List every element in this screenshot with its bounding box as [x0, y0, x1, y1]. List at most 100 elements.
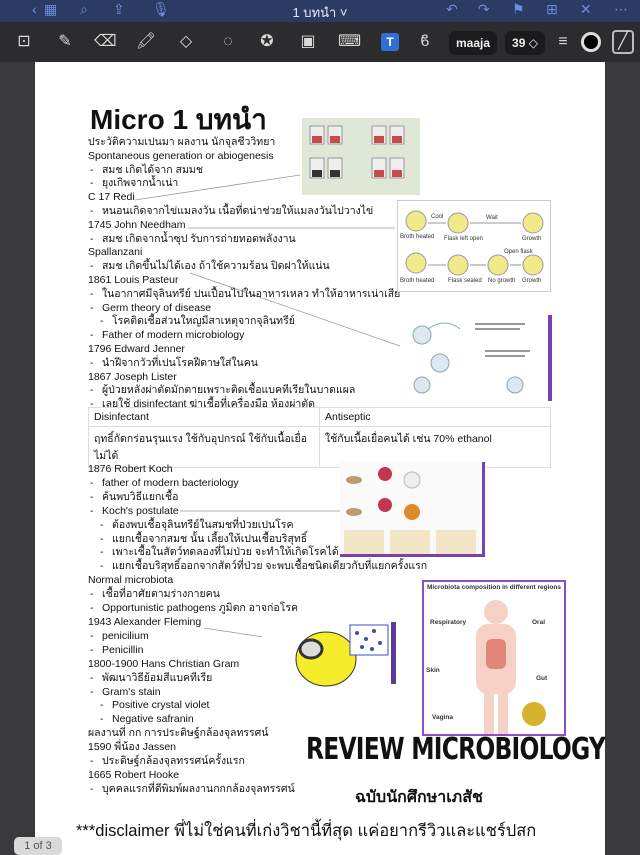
shapes-icon[interactable]: ◇ [179, 33, 193, 50]
highlighter-icon[interactable]: 🖍 [135, 33, 157, 50]
note-line: 1745 John Needham [88, 218, 186, 231]
table-header: Disinfectant [88, 407, 320, 427]
region-respiratory: Respiratory [430, 619, 467, 626]
share-icon[interactable]: ⇪ [113, 1, 125, 17]
tool-bar: ⊡ ✎ ⌫ 🖍 ◇ ◌ ✪ ▣ ⌨ T ϐ maaja 39 ◇ ≡ ╱ [0, 22, 640, 62]
microbiota-composition-image: Microbiota composition in different regi… [422, 580, 566, 736]
microbiota-figure-title: Microbiota composition in different regi… [427, 584, 561, 591]
note-line: Germ theory of disease [88, 302, 400, 316]
font-size-stepper[interactable]: 39 ◇ [505, 31, 545, 55]
review-title: REVIEW MICROBIOLOGY [306, 732, 606, 767]
microphone-icon[interactable]: 🎙 [152, 1, 170, 17]
pasteur-swan-neck-image [400, 315, 552, 401]
redo-icon[interactable]: ↷ [478, 1, 490, 17]
note-line: penicilium [88, 630, 427, 644]
note-line: นำฝีจากวัวที่เปนโรคฝีดาษใส่ในคน [88, 357, 400, 371]
note-line: Spallanzani [88, 246, 143, 259]
grid-icon[interactable]: ▦ [44, 1, 58, 17]
align-icon[interactable]: ≡ [558, 33, 568, 50]
redi-experiment-image [302, 118, 420, 195]
note-line: 1943 Alexander Fleming [88, 615, 202, 628]
note-line: Gram's stain [88, 686, 427, 700]
table-cell: ฤทธิ์กัดกร่อนรุนแรง ใช้กับอุปกรณ์ ใช้กับ… [88, 426, 320, 468]
keyboard-icon[interactable]: ⌨ [338, 33, 362, 50]
title-bar: ‹ ▦ ⌕ ⇪ 🎙 1 บทนำ ˅ ↶ ↷ ⚑ ⊞ ✕ ⋯ [0, 0, 640, 22]
note-line: ประวัติความเปนมา ผลงาน นักจุลชีววิทยา [88, 136, 276, 148]
sticker-icon[interactable]: ✪ [260, 33, 274, 50]
note-line: ค้นพบวิธีแยกเชื้อ [88, 491, 427, 505]
laser-pointer-icon[interactable]: ϐ [420, 33, 430, 50]
note-line: 1665 Robert Hooke [88, 768, 180, 781]
page-indicator[interactable]: 1 of 3 [14, 837, 62, 855]
note-line: โรคติดเชื้อส่วนใหญมีสาเหตุจากจุลินทรีย์ [88, 315, 400, 329]
label-growth: Growth [522, 236, 542, 242]
spallanzani-flask-image: Broth heated Cool Flask left open Wait G… [397, 200, 551, 292]
koch-postulate-image [340, 462, 485, 557]
note-line: Negative safranin [88, 713, 427, 727]
label-wait: Wait [486, 215, 498, 221]
region-skin: Skin [426, 667, 440, 674]
note-line: 1867 Joseph Lister [88, 370, 177, 383]
label-broth-heated: Broth heated [400, 234, 435, 240]
undo-icon[interactable]: ↶ [446, 1, 458, 17]
note-line: สมช เกิดขึ้นไม่ได้เอง ถ้าใช้ความร้อน ปิด… [88, 260, 400, 274]
more-icon[interactable]: ⋯ [614, 1, 628, 17]
bookmark-icon[interactable]: ⚑ [512, 1, 525, 17]
note-line: 1796 Edward Jenner [88, 342, 185, 355]
text-tool-icon[interactable]: T [381, 33, 399, 51]
region-oral: Oral [532, 619, 546, 626]
table-header: Antiseptic [319, 407, 551, 427]
note-line: ยุงเกิพจากน้ำเน่า [88, 177, 400, 191]
region-vagina: Vagina [432, 714, 453, 721]
note-line: สมช เกิดจากน้ำซุป รับการถ่ายทอดพลังงาน [88, 233, 400, 247]
eraser-icon[interactable]: ⌫ [94, 33, 117, 50]
notes-section-koch: 1876 Robert Kochfather of modern bacteri… [88, 463, 427, 797]
subtitle: ฉบับนักศึกษาเภสัช [355, 789, 483, 806]
table-cell: ใช้กับเนื้อเยื่อคนได้ เช่น 70% ethanol [319, 426, 551, 468]
disclaimer: ***disclaimer พี่ไม่ใช่คนที่เก่งวิชานี้ท… [76, 822, 537, 840]
back-icon[interactable]: ‹ [32, 1, 37, 17]
note-line: 1876 Robert Koch [88, 463, 173, 475]
note-line: ผลงานที่ กก การประดิษฐ์กล้องจุลทรรศน์ [88, 727, 269, 740]
note-line: Spontaneous generation or abiogenesis [88, 149, 274, 162]
label-open-flask: Open flask [504, 249, 533, 255]
label-growth-2: Growth [522, 278, 542, 284]
label-flask-left-open: Flask left open [444, 236, 484, 242]
color-picker[interactable] [581, 32, 601, 52]
add-page-icon[interactable]: ⊞ [546, 1, 558, 17]
note-line: Father of modern microbiology [88, 329, 400, 343]
note-line: Penicillin [88, 644, 427, 658]
label-flask-sealed: Flask sealed [448, 278, 482, 284]
lasso-icon[interactable]: ◌ [223, 33, 233, 50]
note-line: Positive crystal violet [88, 699, 427, 713]
pen-icon[interactable]: ✎ [58, 33, 72, 50]
note-line: ประดิษฐ์กล้องจุลทรรศน์ครั้งแรก [88, 755, 427, 769]
close-icon[interactable]: ✕ [580, 1, 592, 17]
note-line: Opportunistic pathogens ภูมิตก อาจก่อโรค [88, 602, 427, 616]
note-line: Koch's postulate [88, 505, 427, 519]
note-line: 1861 Louis Pasteur [88, 273, 179, 286]
region-gut: Gut [536, 675, 548, 682]
image-icon[interactable]: ▣ [300, 33, 316, 50]
zoom-window-icon[interactable]: ⊡ [17, 33, 31, 50]
note-line: 1590 พี่น้อง Jassen [88, 741, 176, 754]
note-line: บุคคลแรกที่ตีพิมพ์ผลงานกกกล้องจุลทรรศน์ [88, 783, 427, 797]
search-icon[interactable]: ⌕ [80, 1, 88, 17]
label-no-growth: No growth [488, 278, 516, 284]
page-title: Micro 1 บทนำ [90, 104, 267, 135]
note-line: ต้องพบเชื้อจุลินทรีย์ในสมชที่ป่วยเปนโรค [88, 519, 427, 533]
note-line: Normal microbiota [88, 574, 174, 587]
font-selector[interactable]: maaja [449, 31, 497, 55]
note-line: แยกเชื้อจากสมช นั้น เลี้ยงให้เปนเชื้อบริ… [88, 533, 427, 547]
fleming-penicillin-image [262, 617, 396, 690]
note-line: ผู้ป่วยหลังผ่าตัดมักตายเพราะติดเชื้อแบคท… [88, 384, 400, 398]
note-line: แยกเชื้อบริสุทธิ์ออกจากสัตว์ที่ป่วย จะพบ… [88, 560, 427, 574]
pen-style-icon[interactable]: ╱ [612, 30, 634, 54]
document-title[interactable]: 1 บทนำ ˅ [292, 5, 348, 20]
note-line: ในอากาศมีจุลินทรีย์ ปนเปื้อนไปในอาหารเหล… [88, 288, 400, 302]
note-line: พัฒนาวิธีย้อมสีแบคทีเรีย [88, 672, 427, 686]
note-line: สมช เกิดได้จาก สมมช [88, 164, 400, 178]
note-line: หนอนเกิดจากไข่แมลงวัน เนื้อที่ดน่าช่วยให… [88, 205, 400, 219]
